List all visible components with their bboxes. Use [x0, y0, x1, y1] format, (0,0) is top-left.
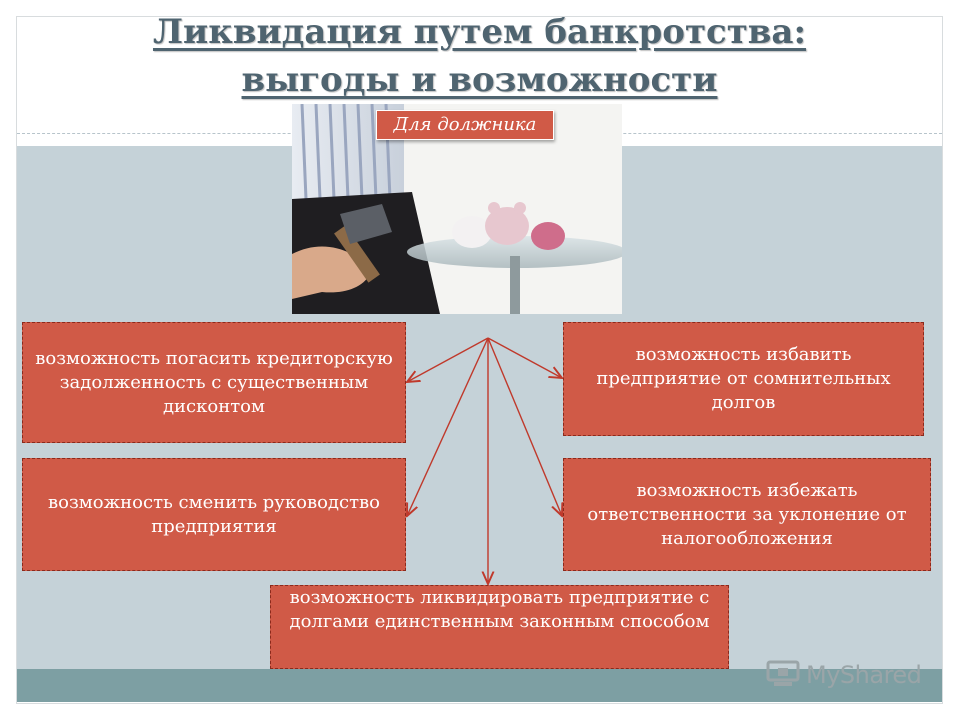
benefit-liquidate-box: возможность ликвидировать предприятие с … [270, 585, 729, 669]
benefit-tax-box: возможность избежать ответственности за … [563, 458, 931, 571]
title-area: Ликвидация путем банкротства: выгоды и в… [17, 0, 942, 134]
slide-title: Ликвидация путем банкротства: выгоды и в… [17, 0, 942, 104]
title-line-2: выгоды и возможности [241, 60, 718, 100]
debtor-tag: Для должника [376, 110, 554, 140]
title-line-1: Ликвидация путем банкротства: [152, 12, 807, 52]
myshared-logo-icon [766, 660, 800, 686]
benefit-doubtful-debts-box: возможность избавить предприятие от сомн… [563, 322, 924, 436]
slide-frame [16, 16, 943, 704]
benefit-discount-box: возможность погасить кредиторскую задолж… [22, 322, 406, 443]
benefit-management-box: возможность сменить руководство предприя… [22, 458, 406, 571]
myshared-watermark: MyShared [766, 656, 936, 694]
watermark-text: MyShared [806, 661, 922, 689]
